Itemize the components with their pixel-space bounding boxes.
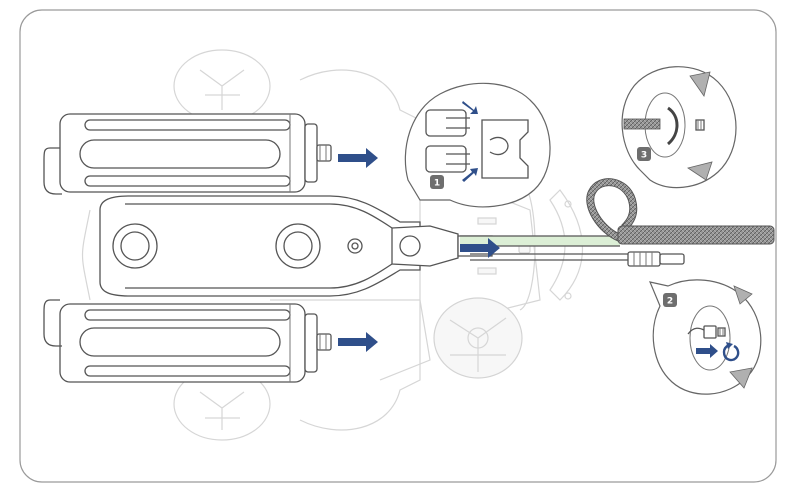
arrow-right-icon: [460, 238, 500, 258]
step-badge-2: [663, 293, 677, 307]
step-badge-1: [430, 175, 444, 189]
center-body: [99, 195, 493, 297]
arrow-right-icon: [338, 332, 378, 352]
step-number-1: 1: [434, 179, 440, 189]
tether-channel-highlight: [460, 236, 620, 246]
step-number-3: 3: [641, 151, 647, 161]
drone-ghost-outline: [81, 49, 584, 441]
battery-top: [43, 113, 332, 195]
step-badge-3: [637, 147, 651, 161]
step-number-2: 2: [667, 297, 673, 307]
tether-plug: [627, 251, 685, 267]
battery-bottom: [43, 299, 332, 383]
callout-step-1: 1: [404, 82, 551, 208]
rotate-cw-icon: [722, 342, 740, 362]
callout-step-3: 3: [621, 66, 737, 189]
callout-step-2: 2: [649, 279, 762, 395]
arrow-right-icon: [696, 344, 718, 358]
arrow-right-icon: [338, 148, 378, 168]
braided-tether: [586, 178, 775, 245]
